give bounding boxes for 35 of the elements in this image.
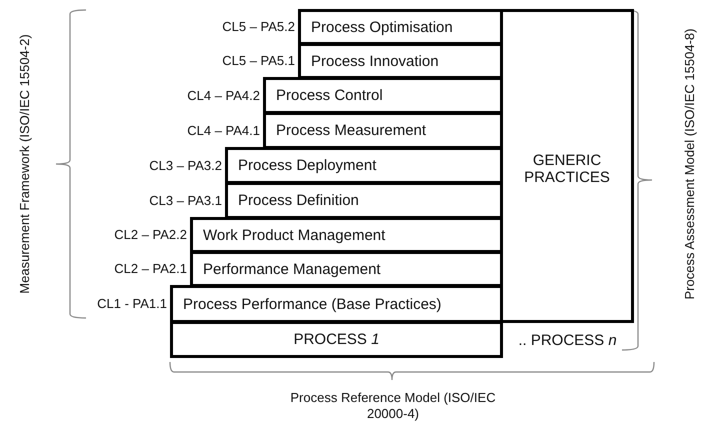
process-attribute-box: [298, 43, 503, 79]
capability-level-label: CL3 – PA3.2: [149, 158, 222, 172]
bracket-label: Process Assessment Model (ISO/IEC 15504-8): [682, 28, 698, 302]
box-text: Work Product Management: [202, 226, 386, 244]
box-text: Process Performance (Base Practices): [182, 296, 442, 312]
capability-level-label: CL2 – PA2.2: [114, 227, 187, 242]
generic-practices-box: [500, 9, 634, 323]
process-attribute-box: [170, 285, 503, 323]
box-text: Process Measurement: [275, 122, 426, 139]
box-text: Process Control: [275, 87, 383, 104]
capability-level-label: CL2 – PA2.1: [114, 261, 187, 276]
process-box: [170, 321, 503, 358]
process-attribute-box: [225, 182, 503, 219]
process-attribute-box: [263, 77, 503, 114]
box-text: Process Optimisation: [310, 18, 453, 36]
box-text: PROCESS 1: [294, 331, 380, 348]
capability-level-label: CL1 - PA1.1: [97, 296, 167, 311]
process-attribute-box: [263, 112, 503, 149]
box-text: Process Definition: [237, 192, 359, 209]
process-label: .. PROCESS n: [517, 333, 618, 349]
process-attribute-box: [225, 147, 503, 184]
bracket-label: Measurement Framework (ISO/IEC 15504-2): [17, 33, 33, 296]
capability-level-label: CL4 – PA4.2: [187, 88, 260, 102]
capability-level-label: CL5 – PA5.2: [222, 19, 295, 34]
process-attribute-box: [190, 251, 503, 287]
box-text: Process Innovation: [310, 52, 439, 70]
box-text: Performance Management: [202, 260, 381, 278]
bracket-label: Process Reference Model (ISO/IEC 20000-4): [289, 390, 497, 422]
process-attribute-box: [298, 9, 503, 45]
box-text: Process Deployment: [237, 157, 376, 174]
capability-level-label: CL3 – PA3.1: [149, 192, 222, 208]
capability-level-label: CL5 – PA5.1: [222, 53, 295, 68]
box-text: GENERIC PRACTICES: [523, 152, 611, 186]
process-attribute-box: [190, 217, 503, 253]
capability-level-label: CL4 – PA4.1: [187, 122, 260, 138]
